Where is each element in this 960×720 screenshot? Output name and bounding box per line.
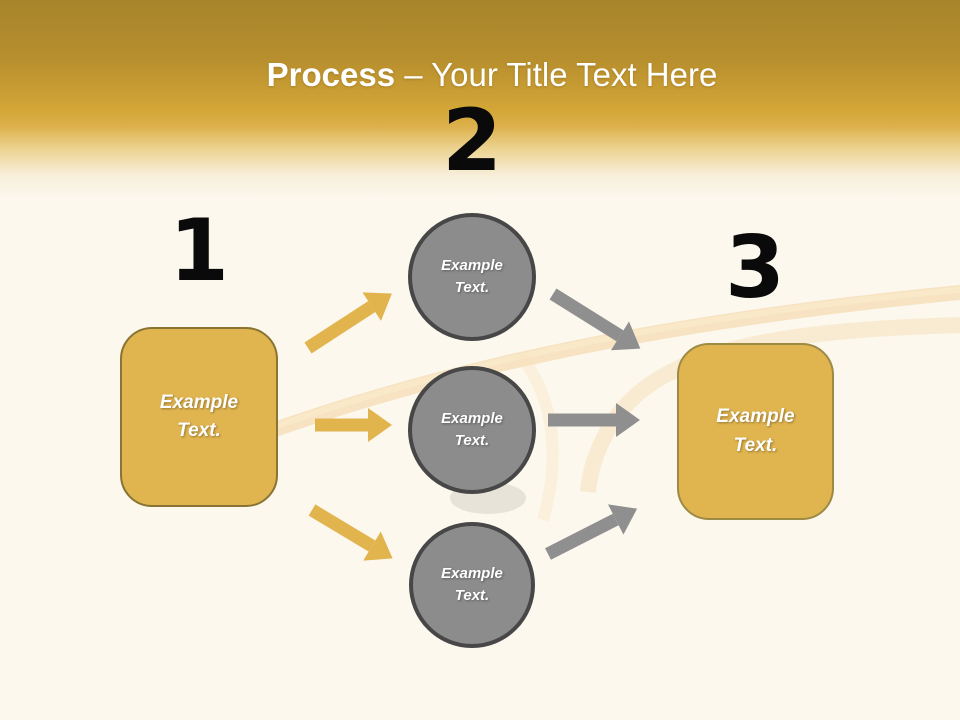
arrow-down-right-gold-icon bbox=[303, 495, 402, 573]
process-circle-middle: Example Text. bbox=[408, 366, 536, 494]
slide-title: Process – Your Title Text Here bbox=[12, 56, 960, 94]
step-number-3: 3 bbox=[725, 218, 785, 318]
title-remainder: – Your Title Text Here bbox=[404, 56, 718, 93]
end-box: Example Text. bbox=[677, 343, 834, 520]
process-circle-top-label: Example Text. bbox=[441, 256, 503, 297]
title-emphasis: Process bbox=[266, 56, 396, 93]
process-circle-bottom: Example Text. bbox=[409, 522, 535, 648]
end-box-label: Example Text. bbox=[716, 406, 795, 456]
step-number-1: 1 bbox=[169, 201, 229, 301]
process-circle-middle-label: Example Text. bbox=[441, 409, 503, 450]
process-circle-top: Example Text. bbox=[408, 213, 536, 341]
arrow-up-right-gray-icon bbox=[540, 493, 645, 569]
title-gradient-band bbox=[0, 0, 960, 200]
arrow-down-right-gray-icon bbox=[544, 280, 650, 363]
start-box-label: Example Text. bbox=[159, 391, 239, 442]
arrow-right-gold-icon bbox=[315, 408, 392, 442]
step-number-2: 2 bbox=[442, 91, 502, 191]
process-circle-bottom-label: Example Text. bbox=[441, 564, 503, 605]
start-box: Example Text. bbox=[120, 327, 278, 507]
arrow-up-right-gold-icon bbox=[299, 279, 402, 362]
arrow-right-gray-icon bbox=[548, 403, 640, 437]
